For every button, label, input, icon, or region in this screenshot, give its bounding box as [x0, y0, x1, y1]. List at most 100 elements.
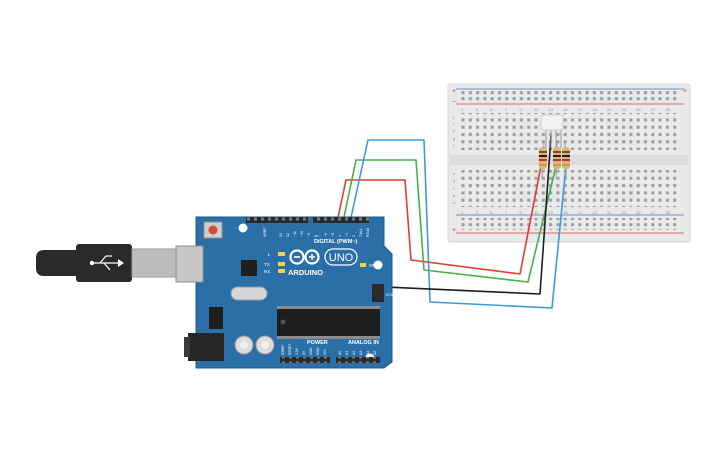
crystal — [230, 286, 268, 301]
terminal-strip-top[interactable] — [460, 113, 680, 150]
uno-badge — [324, 248, 358, 266]
row-number: 21 — [607, 107, 612, 112]
blue-wire[interactable] — [349, 139, 567, 309]
on-led — [360, 263, 366, 267]
row-number: 5 — [490, 107, 493, 112]
digital-pin-label: 7 — [317, 235, 321, 237]
power-pin-label: IOREF — [281, 345, 285, 355]
mounting-hole — [238, 223, 248, 233]
l-label: L — [268, 252, 271, 257]
digital-pin-label: ~5 — [331, 233, 335, 237]
rail-sign-plus-bottom: + — [452, 227, 456, 234]
rail-sign-minus: − — [452, 99, 456, 106]
digital-pin-label: RX◂0 — [366, 228, 370, 237]
digital-pin-label: 2 — [352, 235, 356, 237]
uno-label: UNO — [329, 252, 354, 264]
row-number: 15 — [563, 107, 568, 112]
power-pin-label: GND — [309, 347, 313, 355]
row-number: 17 — [578, 210, 583, 215]
mounting-hole — [373, 260, 383, 270]
arduino-logo-icon — [289, 249, 320, 265]
analog-pin-label: A3 — [359, 351, 363, 355]
rx-label: RX — [264, 269, 270, 274]
capacitor — [234, 335, 254, 355]
row-number: 21 — [607, 210, 612, 215]
power-label: POWER — [307, 340, 328, 346]
digital-pin-label: TX▸1 — [359, 229, 363, 237]
resistor-icon[interactable] — [539, 141, 547, 179]
analog-pin-label: A2 — [352, 351, 356, 355]
row-letter: j — [452, 114, 454, 119]
row-letter: g — [453, 136, 455, 141]
terminal-strip-bottom[interactable] — [460, 170, 680, 207]
row-letter: i — [453, 121, 454, 126]
row-number: 23 — [622, 210, 627, 215]
row-number: 1 — [461, 107, 464, 112]
row-number: 23 — [622, 107, 627, 112]
icsp-label: ICSP — [386, 292, 396, 297]
power-jack — [188, 333, 224, 361]
digital-pin-label: ~9 — [307, 233, 311, 237]
analog-pin-label: A1 — [345, 351, 349, 355]
row-number: 11 — [534, 210, 539, 215]
analog-header[interactable] — [336, 357, 380, 363]
chip-notch — [280, 319, 286, 325]
row-number: 9 — [519, 210, 522, 215]
l-led — [278, 252, 285, 256]
row-number: 7 — [505, 210, 508, 215]
arduino-brand: ARDUINO — [288, 268, 323, 277]
row-number: 1 — [461, 210, 464, 215]
row-number: 9 — [519, 107, 522, 112]
row-number: 13 — [549, 210, 554, 215]
on-label: ON — [369, 263, 376, 268]
tx-label: TX — [264, 262, 270, 267]
digital-pin-label: ~3 — [345, 233, 349, 237]
chip-pins-bottom — [277, 336, 380, 339]
atmega-chip — [277, 309, 380, 336]
power-rail-bottom[interactable] — [460, 218, 680, 230]
row-number: 19 — [592, 107, 597, 112]
digital-pin-label: ~6 — [324, 233, 328, 237]
usb-chip — [241, 260, 257, 276]
row-number: 15 — [563, 210, 568, 215]
digital-pin-label: ~11 — [293, 231, 297, 237]
reset-button-icon[interactable] — [203, 221, 223, 239]
resistor-icon[interactable] — [553, 141, 561, 179]
regulator — [209, 307, 223, 329]
usb-cable-icon[interactable] — [36, 244, 177, 282]
power-pin-label: GND — [316, 347, 320, 355]
red-wire[interactable] — [336, 165, 542, 275]
analog-pin-label: A0 — [338, 351, 342, 355]
digital-label: DIGITAL (PWM~) — [314, 239, 358, 245]
row-letter: e — [453, 171, 456, 176]
power-rail-top[interactable] — [460, 91, 680, 103]
row-letter: a — [453, 200, 456, 205]
digital-pin-label: ~10 — [300, 231, 304, 237]
row-letter: c — [453, 186, 455, 191]
row-number: 7 — [505, 107, 508, 112]
digital-pin-label: 13 — [279, 233, 283, 237]
digital-header-low[interactable] — [313, 217, 369, 223]
tx-led — [278, 262, 285, 266]
row-number: 13 — [549, 107, 554, 112]
green-wire[interactable] — [342, 159, 557, 283]
rail-sign-plus-right: + — [683, 88, 687, 95]
power-header[interactable] — [280, 357, 330, 363]
chip-pins-top — [277, 306, 380, 309]
rail-sign-plus: + — [452, 88, 456, 95]
resistor-icon[interactable] — [562, 141, 570, 179]
row-letter: b — [453, 193, 456, 198]
row-letter: f — [453, 143, 455, 148]
power-pin-label: 3.3V — [295, 347, 299, 355]
arduino-uno-board: UNO ARDUINO DIGITAL (PWM~) POWER ANALOG … — [175, 216, 396, 369]
digital-header-high[interactable] — [246, 217, 308, 223]
power-jack-lip — [184, 337, 190, 357]
row-number: 3 — [476, 107, 479, 112]
row-number: 27 — [651, 107, 656, 112]
rgb-led-icon[interactable] — [540, 114, 564, 148]
